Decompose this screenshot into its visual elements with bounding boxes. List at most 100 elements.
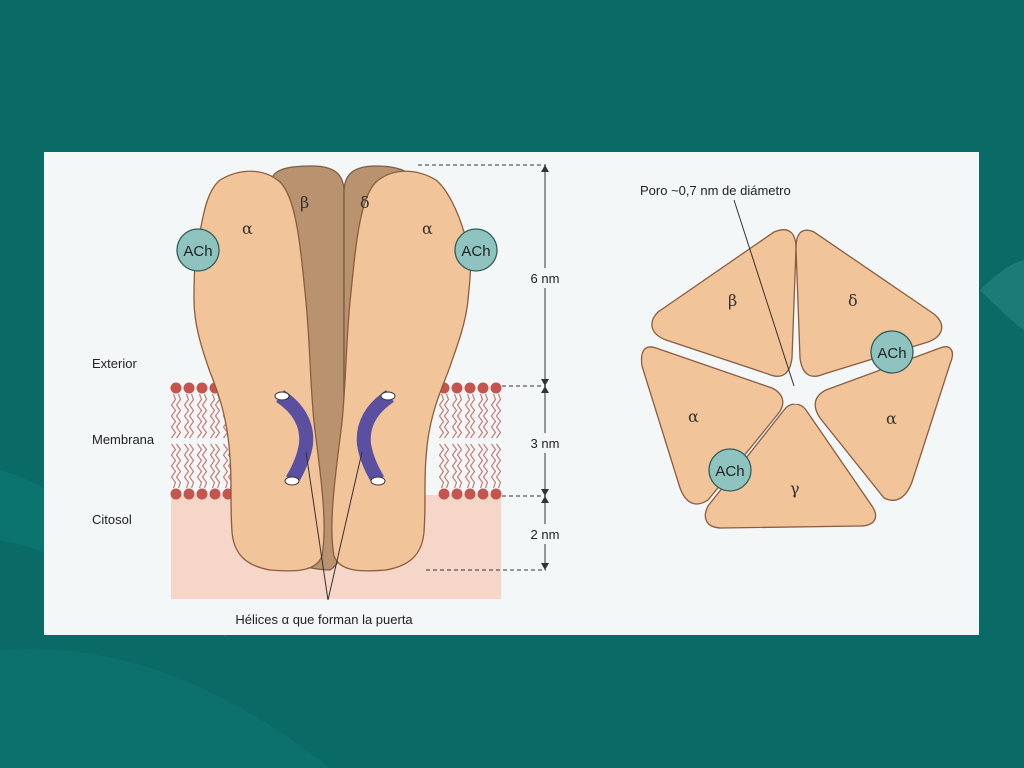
- gating-helix-right: [356, 390, 395, 484]
- lipid-tail: [201, 443, 208, 489]
- side-label-alpha-right: α: [422, 219, 433, 238]
- gating-helix-right-bottom-cap: [370, 476, 386, 486]
- top-subunit-beta: [651, 229, 797, 377]
- top-label-delta: δ: [848, 291, 858, 310]
- region-label-exterior: Exterior: [92, 356, 137, 371]
- lipid-head: [477, 382, 489, 394]
- lipid-head: [196, 488, 208, 500]
- lipid-tail: [175, 443, 182, 489]
- gating-helix-left-top-cap: [274, 391, 290, 401]
- top-subunit-alpha-left: [640, 346, 784, 505]
- gating-helix-left-bottom-cap: [284, 476, 300, 486]
- lipid-tail: [438, 443, 445, 489]
- lipid-tail: [495, 443, 502, 489]
- lipid-tail: [222, 443, 229, 489]
- dim-label-top: 6 nm: [531, 271, 560, 286]
- lipid-tail: [170, 443, 177, 489]
- lipid-head: [209, 488, 221, 500]
- lipid-tail: [170, 393, 177, 439]
- lipid-tail: [175, 393, 182, 439]
- top-label-beta: β: [728, 291, 737, 310]
- lipid-tail: [477, 443, 484, 489]
- ach-label-side-right: ACh: [461, 243, 490, 260]
- side-label-beta: β: [300, 193, 309, 212]
- dim-arrowheads: [541, 165, 549, 570]
- lipid-tail: [209, 393, 216, 439]
- lipid-head: [464, 488, 476, 500]
- lipid-head: [490, 382, 502, 394]
- lipid-head: [196, 382, 208, 394]
- region-label-cytosol: Citosol: [92, 512, 132, 527]
- lipid-tail: [443, 443, 450, 489]
- lipid-tail: [196, 393, 203, 439]
- top-subunit-alpha-right: [814, 346, 954, 501]
- lipid-tail: [214, 393, 221, 439]
- lipid-heads-upper: [170, 382, 502, 394]
- top-label-alpha-left: α: [688, 407, 699, 426]
- lipid-tail: [477, 393, 484, 439]
- ach-label-top-bottom: ACh: [715, 463, 744, 480]
- lipid-head: [477, 488, 489, 500]
- lipid-tail: [464, 393, 471, 439]
- lipid-head: [451, 488, 463, 500]
- gating-helix-right-top-cap: [380, 391, 396, 401]
- lipid-tail: [188, 393, 195, 439]
- lipid-tail: [482, 393, 489, 439]
- top-subunit-delta: [795, 229, 943, 377]
- side-label-alpha-left: α: [242, 219, 253, 238]
- dim-bottom-mask: [522, 524, 568, 544]
- dim-middle-mask: [522, 433, 568, 453]
- ach-site-top-right: [870, 330, 914, 374]
- helix-leader-right: [327, 451, 363, 601]
- lipid-tail: [456, 393, 463, 439]
- dim-label-middle: 3 nm: [531, 436, 560, 451]
- ach-label-top-right: ACh: [877, 345, 906, 362]
- ach-site-top-bottom: [708, 448, 752, 492]
- lipid-tail: [482, 443, 489, 489]
- lipid-tail: [443, 393, 450, 439]
- helix-leader-left: [305, 451, 329, 601]
- lipid-tail: [495, 393, 502, 439]
- top-label-gamma: γ: [790, 479, 800, 498]
- lipid-head: [170, 488, 182, 500]
- lipid-tail: [214, 443, 221, 489]
- lipid-tail: [183, 393, 190, 439]
- dim-label-bottom: 2 nm: [531, 527, 560, 542]
- ach-site-side-left: [176, 228, 220, 272]
- lipid-tail: [456, 443, 463, 489]
- lipid-head: [183, 382, 195, 394]
- lipid-head: [438, 488, 450, 500]
- figure-panel: α β δ α ACh ACh Exterior Membrana Citoso…: [44, 152, 979, 635]
- lipid-head: [170, 382, 182, 394]
- helix-caption: Hélices α que forman la puerta: [235, 612, 413, 627]
- lipid-tail: [451, 443, 458, 489]
- pore-label: Poro ~0,7 nm de diámetro: [640, 183, 791, 198]
- top-label-alpha-right: α: [886, 409, 897, 428]
- gating-helix-left: [275, 390, 314, 484]
- lipid-tail: [196, 443, 203, 489]
- lipid-tail: [469, 443, 476, 489]
- dim-top-mask: [522, 268, 568, 288]
- side-label-delta: δ: [360, 193, 370, 212]
- lipid-tail: [490, 393, 497, 439]
- lipid-tail: [469, 393, 476, 439]
- lipid-tail: [438, 393, 445, 439]
- lipid-head: [464, 382, 476, 394]
- lipid-tail: [209, 443, 216, 489]
- lipid-head: [451, 382, 463, 394]
- ach-label-side-left: ACh: [183, 243, 212, 260]
- lipid-head: [183, 488, 195, 500]
- lipid-tail: [451, 393, 458, 439]
- lipid-tail: [188, 443, 195, 489]
- ach-site-side-right: [454, 228, 498, 272]
- lipid-tails: [170, 393, 502, 489]
- region-label-membrane: Membrana: [92, 432, 155, 447]
- pore-leader: [733, 199, 795, 387]
- lipid-tail: [201, 393, 208, 439]
- lipid-tail: [490, 443, 497, 489]
- receptor-diagram: α β δ α ACh ACh Exterior Membrana Citoso…: [92, 164, 954, 627]
- lipid-head: [490, 488, 502, 500]
- top-subunit-gamma: [704, 403, 877, 529]
- pore: [782, 376, 810, 404]
- lipid-tail: [183, 443, 190, 489]
